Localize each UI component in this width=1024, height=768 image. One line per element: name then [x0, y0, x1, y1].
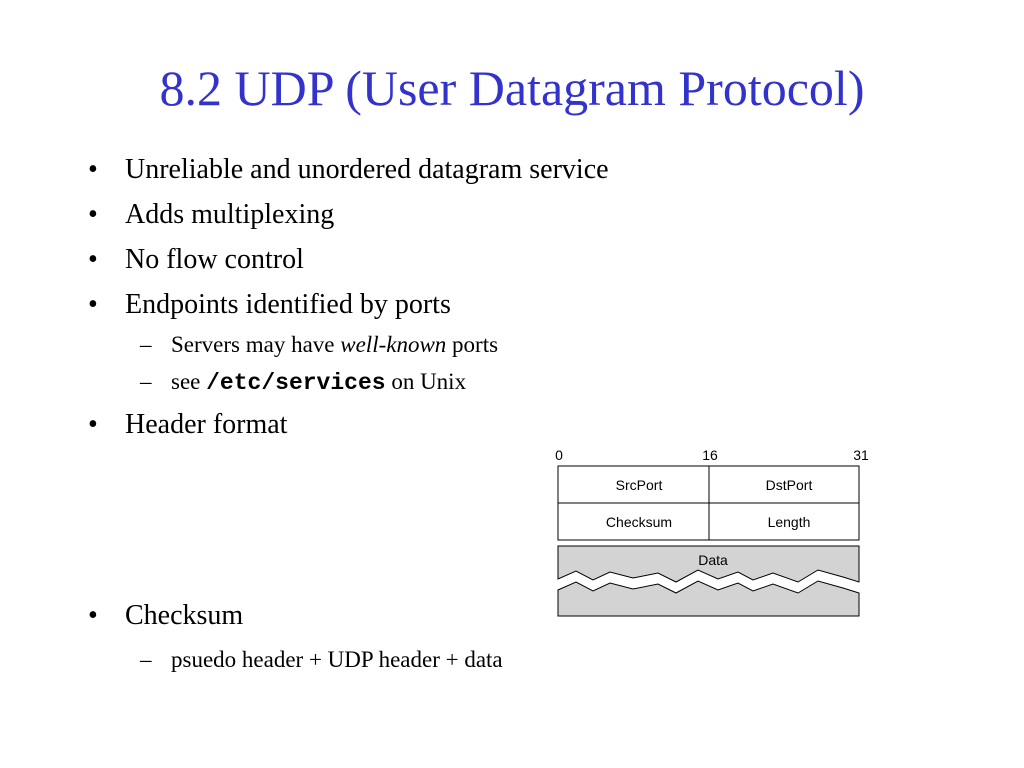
bullet-mark: • — [88, 244, 98, 275]
udp-header-diagram: 0 16 31 SrcPort DstPort Checksum Length … — [555, 447, 869, 617]
data-block-upper — [557, 545, 860, 583]
bit-label-31: 31 — [853, 447, 869, 463]
sub-text-emphasis: well-known — [340, 332, 447, 357]
bullet-endpoints: • Endpoints identified by ports — [88, 288, 451, 322]
bullet-header-format: • Header format — [88, 408, 287, 442]
bullet-multiplexing: • Adds multiplexing — [88, 198, 334, 232]
bullet-text: Adds multiplexing — [125, 199, 335, 230]
bullet-text: Unreliable and unordered datagram servic… — [125, 154, 609, 185]
sub-text: psuedo header + UDP header + data — [171, 647, 503, 672]
bullet-flow-control: • No flow control — [88, 243, 304, 277]
bullet-unreliable: • Unreliable and unordered datagram servi… — [88, 153, 609, 187]
bullet-text: No flow control — [125, 244, 304, 275]
bullet-mark: • — [88, 409, 98, 440]
bullet-text: Header format — [125, 409, 288, 440]
sub-bullet-see: –see /etc/services on Unix — [140, 368, 466, 397]
field-checksum: Checksum — [606, 514, 672, 530]
dash-mark: – — [140, 647, 152, 672]
bit-label-16: 16 — [702, 447, 718, 463]
dash-mark: – — [140, 332, 152, 357]
bullet-text: Endpoints identified by ports — [125, 289, 451, 320]
data-block-lower — [557, 580, 860, 617]
sub-text-after: ports — [446, 332, 499, 357]
sub-bullet-servers: –Servers may have well-known ports — [140, 331, 498, 359]
slide-title: 8.2 UDP (User Datagram Protocol) — [159, 60, 865, 116]
bullet-mark: • — [88, 600, 98, 631]
sub-text-before: Servers may have — [171, 332, 341, 357]
bullet-mark: • — [88, 154, 98, 185]
sub-text-after: on Unix — [385, 369, 467, 394]
bullet-mark: • — [88, 289, 98, 320]
dash-mark: – — [140, 369, 152, 394]
bullet-mark: • — [88, 199, 98, 230]
code-path: /etc/services — [206, 370, 386, 396]
bullet-checksum: • Checksum — [88, 599, 243, 633]
sub-text-before: see — [171, 369, 207, 394]
field-srcport: SrcPort — [616, 477, 663, 493]
field-data: Data — [698, 552, 728, 568]
field-dstport: DstPort — [766, 477, 813, 493]
sub-bullet-pseudo-header: –psuedo header + UDP header + data — [140, 646, 503, 674]
field-length: Length — [768, 514, 811, 530]
bullet-text: Checksum — [125, 600, 244, 631]
bit-label-0: 0 — [555, 447, 563, 463]
